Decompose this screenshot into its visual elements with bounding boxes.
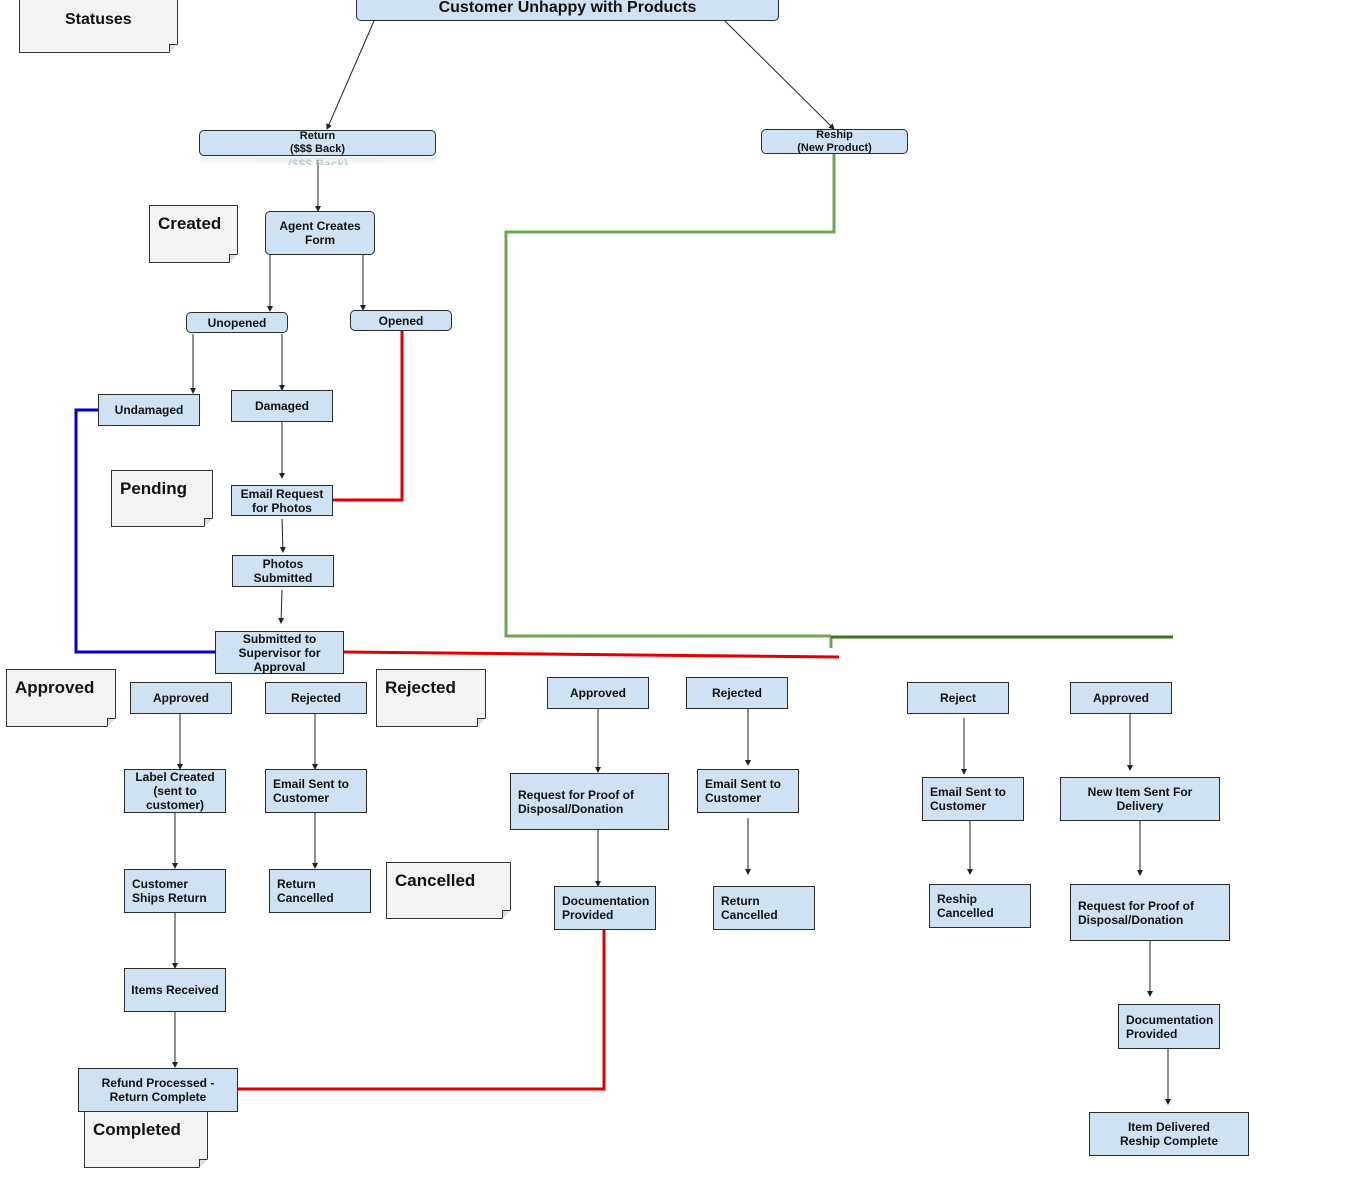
- node-email-sent-1: Email Sent to Customer: [265, 769, 367, 813]
- green-connector-reship-loop: [504, 154, 836, 638]
- note-approved: Approved: [6, 669, 116, 727]
- node-opened: Opened: [350, 310, 452, 331]
- node-email-sent-3: Email Sent to Customer: [922, 777, 1024, 821]
- node-submitted-to-supervisor: Submitted to Supervisor for Approval: [215, 631, 344, 674]
- arrow-root-to-reship: [724, 20, 835, 130]
- note-rejected: Rejected: [376, 669, 486, 727]
- node-new-item-sent: New Item Sent For Delivery: [1060, 777, 1220, 821]
- node-unopened: Unopened: [186, 312, 288, 333]
- arrow-photos-to-supervisor: [278, 589, 285, 624]
- node-refund-processed: Refund Processed - Return Complete: [78, 1068, 238, 1112]
- node-reship: Reship (New Product): [761, 129, 908, 154]
- red-connector-opened-to-email: [333, 331, 404, 502]
- red-connector-documentation-to-refund: [238, 930, 606, 1091]
- node-rejected-1: Rejected: [265, 682, 367, 714]
- node-email-request-photos: Email Request for Photos: [231, 485, 333, 516]
- node-email-sent-2: Email Sent to Customer: [697, 769, 799, 813]
- node-return-cancelled-2: Return Cancelled: [713, 886, 815, 930]
- node-return-cancelled-1: Return Cancelled: [269, 869, 371, 913]
- arrow-email-to-photos: [279, 518, 286, 553]
- node-approved-1: Approved: [130, 682, 232, 714]
- node-documentation-1: Documentation Provided: [554, 886, 656, 930]
- red-connector-supervisor-right: [343, 650, 840, 659]
- note-pending: Pending: [111, 470, 213, 527]
- node-proof-request-2: Request for Proof of Disposal/Donation: [1070, 884, 1230, 941]
- node-label-created: Label Created (sent to customer): [124, 769, 226, 813]
- node-reject-3: Reject: [907, 682, 1009, 714]
- node-proof-request-1: Request for Proof of Disposal/Donation: [510, 773, 669, 830]
- note-statuses: Statuses: [19, 0, 178, 53]
- node-approved-2: Approved: [547, 677, 649, 709]
- node-items-received: Items Received: [124, 968, 226, 1012]
- node-customer-ships-return: Customer Ships Return: [124, 869, 226, 913]
- node-documentation-2: Documentation Provided: [1118, 1004, 1220, 1049]
- node-damaged: Damaged: [231, 390, 333, 422]
- node-reship-cancelled: Reship Cancelled: [929, 884, 1031, 928]
- node-return: Return ($$$ Back): [199, 130, 436, 156]
- node-item-delivered: Item Delivered Reship Complete: [1089, 1112, 1249, 1156]
- arrow-root-to-return: [326, 20, 375, 130]
- node-rejected-2: Rejected: [686, 677, 788, 709]
- node-approved-3: Approved: [1070, 682, 1172, 714]
- node-photos-submitted: Photos Submitted: [232, 555, 334, 587]
- blue-connector-undamaged-to-supervisor: [74, 408, 215, 654]
- note-created: Created: [149, 205, 238, 263]
- node-customer-unhappy: Customer Unhappy with Products: [356, 0, 779, 21]
- note-completed: Completed: [84, 1111, 208, 1168]
- note-cancelled: Cancelled: [386, 862, 511, 919]
- node-undamaged: Undamaged: [98, 394, 200, 426]
- node-return-reflection: ($$$ Back): [200, 157, 436, 165]
- node-agent-creates-form: Agent Creates Form: [265, 211, 375, 255]
